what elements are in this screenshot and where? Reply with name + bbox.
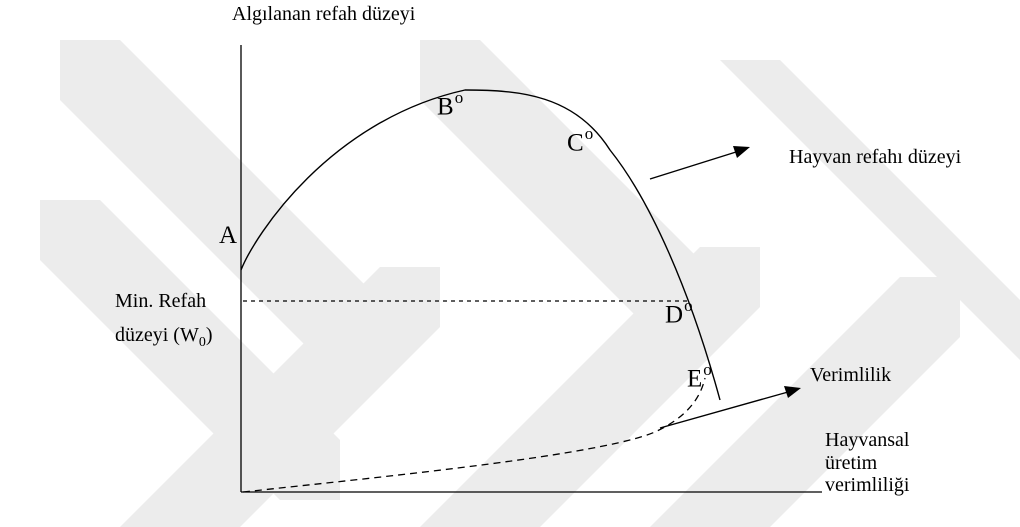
point-d-letter: D — [665, 301, 684, 329]
production-label-line3: verimliliği — [825, 474, 910, 496]
point-d-marker: o — [684, 296, 693, 315]
min-welfare-label-prefix: düzeyi (W — [115, 324, 199, 346]
min-welfare-label-suffix: ) — [205, 324, 213, 346]
y-axis-label: Algılanan refah düzeyi — [232, 3, 416, 25]
productivity-curve — [242, 377, 706, 493]
production-label-line2: üretim — [825, 452, 878, 474]
point-b-marker: o — [454, 88, 464, 107]
welfare-arrow-line — [649, 151, 737, 180]
watermark-stripe — [60, 40, 380, 360]
point-c-marker: o — [584, 124, 594, 143]
watermark-stripe — [650, 277, 960, 527]
productivity-arrow-line — [659, 391, 789, 429]
min-welfare-label-line1: Min. Refah — [115, 290, 207, 312]
min-welfare-label-subscript: 0 — [198, 335, 206, 350]
watermark-stripe — [420, 40, 700, 320]
point-c-letter: C — [567, 129, 584, 157]
point-b-letter: B — [437, 93, 454, 121]
point-e-label: Eo — [687, 358, 712, 393]
point-c-label: Co — [567, 122, 593, 157]
min-welfare-label-line2: düzeyi (W0) — [115, 323, 213, 350]
welfare-curve — [240, 89, 721, 401]
point-e-marker: o — [703, 360, 712, 379]
production-label-line1: Hayvansal — [825, 429, 910, 451]
welfare-curve-label: Hayvan refahı düzeyi — [789, 146, 962, 168]
watermark-stripe — [40, 200, 340, 500]
point-d-label: Do — [665, 294, 693, 329]
point-a-label: A — [219, 222, 237, 250]
welfare-arrowhead — [733, 146, 750, 158]
point-a-letter: A — [219, 222, 238, 249]
productivity-arrowhead — [784, 386, 801, 398]
watermark-stripe — [420, 247, 760, 527]
productivity-label: Verimlilik — [810, 364, 892, 386]
point-e-letter: E — [687, 365, 703, 393]
point-b-label: Bo — [437, 86, 463, 121]
